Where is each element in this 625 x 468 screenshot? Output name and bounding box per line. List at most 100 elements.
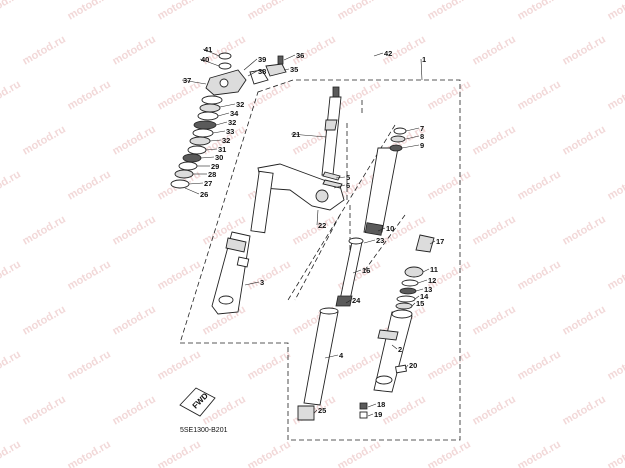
callout-31: 31	[218, 145, 226, 154]
callout-1: 1	[422, 55, 426, 64]
callout-26: 26	[200, 190, 208, 199]
callout-34: 34	[230, 109, 239, 118]
watermark-text: motod.ru	[426, 0, 473, 23]
callout-12: 12	[428, 276, 436, 285]
callout-18: 18	[377, 400, 385, 409]
watermark-text: motod.ru	[21, 123, 68, 157]
callout-9: 9	[420, 141, 424, 150]
watermark-text: motod.ru	[156, 78, 203, 112]
left-outer-tube	[211, 231, 251, 315]
watermark-text: motod.ru	[0, 258, 23, 292]
callout-leader-16	[352, 269, 362, 274]
callout-leader-12	[417, 279, 428, 284]
callout-leader-37	[181, 79, 207, 85]
watermark-text: motod.ru	[381, 393, 428, 427]
callout-2: 2	[398, 345, 402, 354]
watermark-text: motod.ru	[516, 348, 563, 382]
watermark-text: motod.ru	[426, 438, 473, 468]
watermark-text: motod.ru	[0, 0, 23, 23]
callout-leader-21	[290, 133, 327, 138]
callout-leader-23	[363, 239, 376, 244]
watermark-text: motod.ru	[111, 393, 158, 427]
watermark-text: motod.ru	[426, 348, 473, 382]
watermark-text: motod.ru	[156, 258, 203, 292]
callout-15: 15	[416, 299, 424, 308]
callout-leader-19	[367, 413, 374, 417]
callout-leader-3	[244, 281, 260, 286]
callout-8: 8	[420, 132, 424, 141]
watermark-text: motod.ru	[156, 0, 203, 23]
callout-21: 21	[292, 130, 300, 139]
watermark-text: motod.ru	[606, 438, 625, 468]
callout-leader-7	[405, 127, 420, 132]
watermark-text: motod.ru	[111, 123, 158, 157]
watermark-text: motod.ru	[246, 78, 293, 112]
right-outer-tube	[373, 234, 435, 393]
callout-30: 30	[215, 153, 223, 162]
watermark-text: motod.ru	[516, 78, 563, 112]
watermark-text: motod.ru	[111, 33, 158, 67]
callout-10: 10	[386, 224, 394, 233]
watermark-text: motod.ru	[561, 393, 608, 427]
callout-39: 39	[258, 55, 266, 64]
watermark-text: motod.ru	[471, 33, 518, 67]
bottom-bolts	[359, 364, 407, 419]
diagram-code: 5SE1300-B201	[180, 427, 228, 434]
callout-16: 16	[362, 266, 370, 275]
callout-22: 22	[318, 221, 326, 230]
watermark-text: motod.ru	[516, 0, 563, 23]
callout-leader-26	[184, 187, 200, 195]
watermark-text: motod.ru	[426, 168, 473, 202]
callout-leader-9	[401, 144, 420, 149]
watermark-text: motod.ru	[606, 348, 625, 382]
callout-32: 32	[228, 118, 236, 127]
watermark-text: motod.ru	[111, 303, 158, 337]
watermark-text: motod.ru	[0, 348, 23, 382]
inner-tube-left	[297, 307, 339, 421]
callout-leader-17	[429, 240, 436, 245]
callout-leader-34	[217, 112, 230, 117]
watermark-text: motod.ru	[66, 168, 113, 202]
watermark-text: motod.ru	[66, 258, 113, 292]
callout-leader-42	[373, 52, 384, 57]
callout-leader-4	[324, 354, 339, 359]
watermark-text: motod.ru	[516, 258, 563, 292]
watermark-text: motod.ru	[426, 78, 473, 112]
callout-5: 5	[346, 173, 350, 182]
callout-leader-20	[404, 364, 409, 370]
watermark-text: motod.ru	[156, 438, 203, 468]
callout-leader-35	[283, 68, 290, 71]
watermark-text: motod.ru	[516, 168, 563, 202]
callout-leader-14	[414, 295, 420, 300]
callout-labels: 1234567891011121314151617181920212223242…	[183, 45, 444, 419]
callout-leader-25	[313, 409, 318, 414]
watermark-text: motod.ru	[606, 168, 625, 202]
under-bracket	[250, 163, 345, 234]
callout-leader-41	[202, 48, 220, 57]
watermark-text: motod.ru	[66, 78, 113, 112]
watermark-text: motod.ru	[156, 348, 203, 382]
callout-leader-30	[200, 156, 215, 159]
watermark-text: motod.ru	[336, 0, 383, 23]
callout-32: 32	[222, 136, 230, 145]
watermark-text: motod.ru	[21, 33, 68, 67]
callout-leader-15	[411, 302, 416, 307]
callout-leader-13	[415, 288, 424, 292]
callout-leader-31	[205, 148, 218, 151]
watermark-text: motod.ru	[0, 438, 23, 468]
watermark-text: motod.ru	[246, 348, 293, 382]
callout-11: 11	[430, 265, 438, 274]
callout-27: 27	[204, 179, 212, 188]
callout-leader-32	[209, 139, 222, 142]
callout-leader-8	[405, 135, 420, 140]
callout-6: 6	[346, 181, 350, 190]
callout-leader-36	[283, 54, 296, 61]
watermark-text: motod.ru	[471, 303, 518, 337]
callout-leader-27	[188, 182, 204, 185]
callout-17: 17	[436, 237, 444, 246]
callout-leader-11	[422, 268, 430, 273]
watermark-text: motod.ru	[561, 33, 608, 67]
callout-4: 4	[339, 351, 344, 360]
damper-rod	[335, 147, 399, 307]
